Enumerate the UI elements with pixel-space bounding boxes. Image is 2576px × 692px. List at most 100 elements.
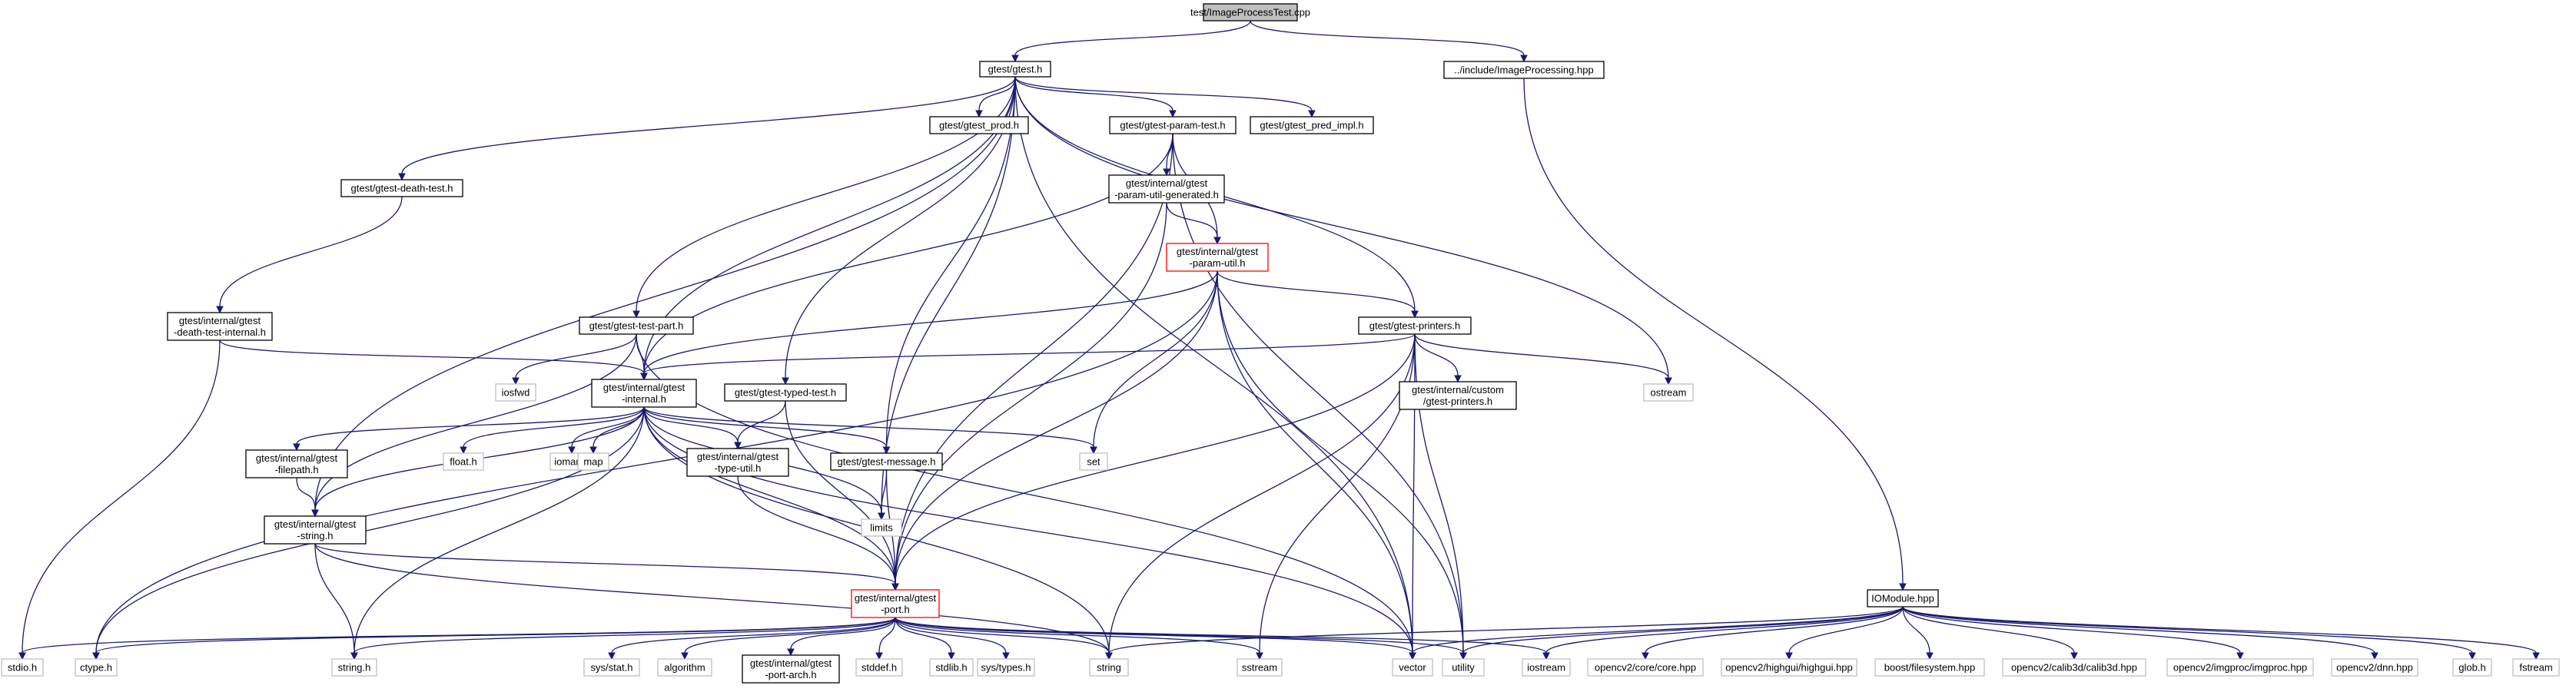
node-label: set — [1087, 456, 1100, 468]
node-portarch[interactable]: gtest/internal/gtest-port-arch.h — [742, 654, 840, 684]
edge-line — [895, 617, 1547, 654]
node-sysstat: sys/stat.h — [583, 658, 640, 677]
edge-iomodule-to-iostream — [1542, 606, 1904, 661]
node-box — [331, 658, 377, 677]
edge-line — [1259, 333, 1416, 654]
edge-line — [881, 76, 1016, 514]
node-label: -port-arch.h — [765, 669, 816, 680]
edge-line — [95, 406, 645, 654]
node-gtest[interactable]: gtest/gtest.h — [979, 61, 1051, 78]
node-iomodule[interactable]: IOModule.hpp — [1867, 589, 1939, 608]
edge-typedtest-to-typeutil — [734, 400, 786, 450]
node-deathtest[interactable]: gtest/gtest-death-test.h — [340, 179, 463, 197]
node-iostream: iostream — [1522, 658, 1571, 677]
edge-line — [895, 270, 1218, 584]
node-calib3d: opencv2/calib3d/calib3d.hpp — [2002, 658, 2146, 677]
edge-line — [895, 617, 1464, 654]
edge-paramtest-to-internal — [640, 133, 1173, 381]
edge-line — [1523, 78, 1904, 584]
edge-arrowhead — [1169, 110, 1177, 118]
edge-line — [1645, 606, 1904, 654]
node-box — [2331, 658, 2418, 677]
edge-line — [737, 400, 786, 443]
edge-paramtest-to-paramgen — [1163, 133, 1173, 177]
node-box — [577, 452, 609, 471]
node-label: vector — [1399, 662, 1426, 674]
node-label: gtest/gtest-typed-test.h — [735, 387, 836, 399]
edge-iomodule-to-boostfs — [1902, 606, 1934, 661]
edge-line — [1014, 76, 1313, 111]
node-paramtest[interactable]: gtest/gtest-param-test.h — [1109, 116, 1237, 134]
edge-line — [1250, 20, 1525, 56]
edge-line — [1545, 606, 1904, 654]
edge-testpart-to-vector — [636, 333, 1416, 661]
node-filepath[interactable]: gtest/internal/gtest-filepath.h — [245, 449, 348, 478]
node-box — [1166, 243, 1269, 272]
node-box — [1, 658, 44, 677]
node-stddef: stddef.h — [855, 658, 903, 677]
edge-line — [1217, 270, 1413, 654]
node-box — [1587, 658, 1704, 677]
edge-arrowhead — [882, 446, 891, 455]
edge-line — [1902, 606, 2537, 654]
edge-line — [1414, 333, 1459, 376]
node-label: stdio.h — [8, 662, 37, 674]
edge-line — [296, 406, 645, 445]
node-utility: utility — [1442, 658, 1485, 677]
node-label: ../include/ImageProcessing.hpp — [1454, 65, 1593, 76]
node-port[interactable]: gtest/internal/gtest-port.h — [851, 589, 940, 618]
node-label: -port.h — [881, 604, 910, 615]
node-label: -internal.h — [622, 393, 666, 405]
edge-gtest-to-testpart — [632, 76, 1016, 319]
edge-line — [1414, 333, 1669, 379]
node-imgproc[interactable]: ../include/ImageProcessing.hpp — [1443, 61, 1605, 79]
node-deathint[interactable]: gtest/internal/gtest-death-test-internal… — [167, 312, 273, 341]
node-paramgen[interactable]: gtest/internal/gtest-param-util-generate… — [1108, 174, 1225, 204]
edge-arrowhead — [2236, 652, 2244, 661]
node-printers[interactable]: gtest/gtest-printers.h — [1358, 316, 1472, 335]
node-paramutil[interactable]: gtest/internal/gtest-param-util.h — [1166, 243, 1269, 272]
node-boostfs: boost/filesystem.hpp — [1874, 658, 1985, 677]
edge-line — [737, 475, 896, 584]
node-box — [245, 449, 348, 478]
edge-line — [1462, 606, 1904, 654]
node-internal[interactable]: gtest/internal/gtest-internal.h — [591, 379, 697, 408]
node-box — [1079, 452, 1108, 471]
node-label: fstream — [2519, 662, 2552, 674]
node-string: string — [1089, 658, 1129, 677]
node-box — [1203, 3, 1298, 22]
edge-arrowhead — [216, 306, 224, 314]
node-custom[interactable]: gtest/internal/custom/gtest-printers.h — [1399, 381, 1517, 410]
edge-arrowhead — [350, 652, 358, 661]
node-typeutil[interactable]: gtest/internal/gtest-type-util.h — [686, 448, 789, 477]
edge-internal-to-message — [643, 406, 891, 455]
node-label: gtest/internal/gtest — [750, 657, 832, 669]
edge-arrowhead — [589, 446, 597, 455]
edge-line — [643, 406, 896, 584]
node-stdlib: stdlib.h — [929, 658, 974, 677]
node-gstring[interactable]: gtest/internal/gtest-string.h — [264, 515, 367, 545]
node-imgproc2: opencv2/imgproc/imgproc.hpp — [2166, 658, 2314, 677]
node-box — [1399, 381, 1517, 410]
edge-arrowhead — [1409, 652, 1416, 661]
edge-iomodule-to-dnn — [1902, 606, 2378, 661]
node-testpart[interactable]: gtest/gtest-test-part.h — [579, 316, 694, 335]
edge-deathint-to-internal — [219, 339, 648, 381]
node-ostream: ostream — [1643, 383, 1694, 402]
node-typedtest[interactable]: gtest/gtest-typed-test.h — [724, 383, 847, 402]
node-root[interactable]: test/ImageProcessTest.cpp — [1190, 3, 1310, 22]
edge-arrowhead — [1411, 310, 1419, 319]
edge-iomodule-to-highgui — [1785, 606, 1904, 661]
edge-paramgen-to-port — [891, 202, 1167, 591]
node-prod[interactable]: gtest/gtest_prod.h — [929, 116, 1029, 134]
edge-deathtest-to-deathint — [216, 196, 403, 314]
node-label: gtest/gtest-param-test.h — [1120, 120, 1225, 131]
node-predimpl[interactable]: gtest/gtest_pred_impl.h — [1250, 116, 1374, 134]
node-iosfwd: iosfwd — [495, 383, 536, 402]
edge-line — [684, 617, 896, 654]
node-message[interactable]: gtest/gtest-message.h — [830, 452, 943, 471]
edge-internal-to-port — [643, 406, 899, 591]
node-box — [1643, 383, 1694, 402]
node-label: sstream — [1242, 662, 1277, 674]
edge-line — [296, 477, 316, 511]
